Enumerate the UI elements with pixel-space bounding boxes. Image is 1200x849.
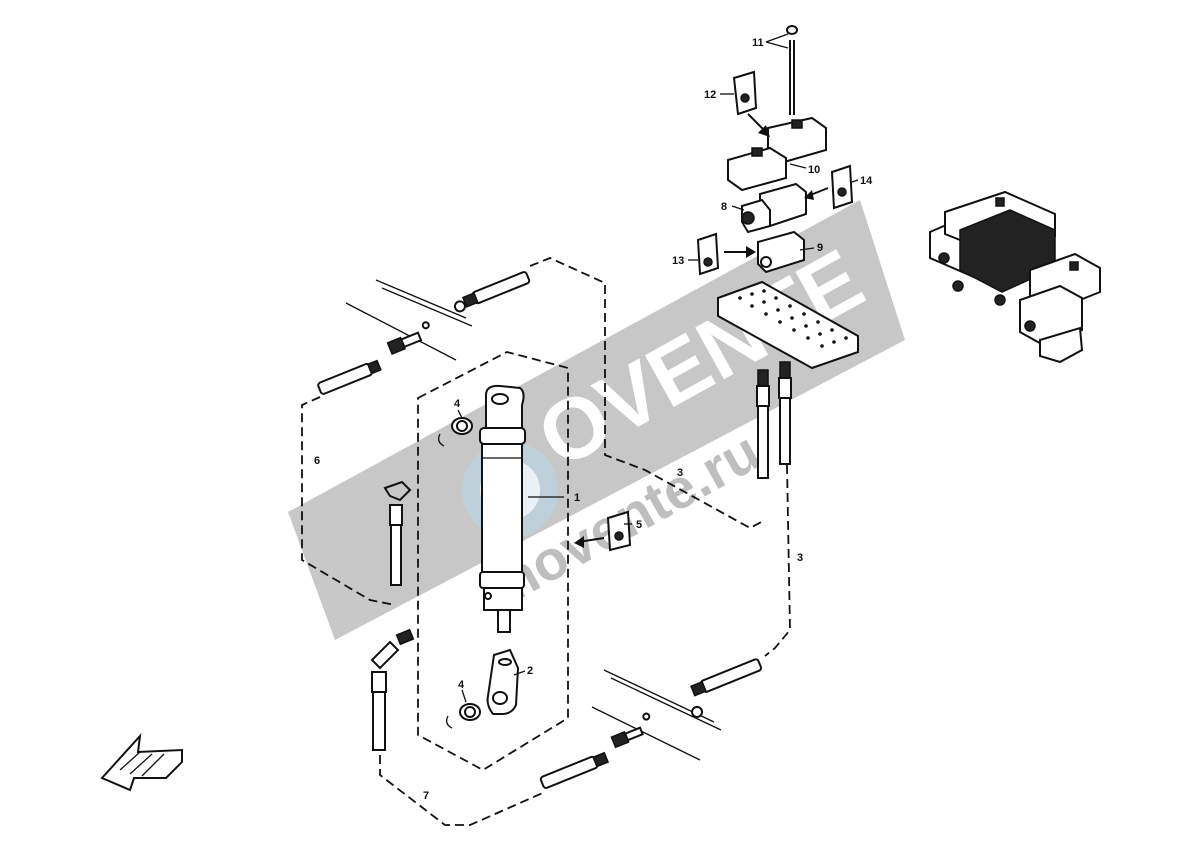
watermark: OVENTE movente.ru [288,200,905,640]
valve-stack [717,25,859,370]
hydraulic-cylinder [479,384,526,633]
bushing-top [438,417,473,447]
callout-9: 9 [817,242,823,254]
callout-11: 11 [752,37,764,49]
callout-8: 8 [721,201,727,213]
hose-3 [453,271,792,718]
callout-6: 6 [314,455,320,467]
callout-2: 2 [527,665,533,677]
callout-3-top: 3 [677,467,683,479]
callout-1: 1 [574,492,580,504]
label-tag-icon [606,510,632,552]
callout-14: 14 [860,175,873,187]
rod-end-eye [486,648,520,715]
section-lines [345,279,722,761]
callout-12: 12 [704,89,716,101]
hose-7 [370,628,651,789]
callout-10: 10 [808,164,820,176]
bushing-bottom [446,703,481,729]
callout-13: 13 [672,255,684,267]
label-tag-icon [696,232,720,276]
assembly-outlines [301,257,791,826]
label-tag-icon [830,164,854,210]
callout-7: 7 [423,790,429,802]
manifold-holes [738,289,848,348]
callout-4-bottom: 4 [458,679,465,691]
callout-3-right: 3 [797,552,803,564]
pointer-arrows [574,113,829,548]
callout-leaders [457,33,859,703]
callout-4-top: 4 [454,398,461,410]
hose-6 [317,321,430,586]
assembled-valve-view [929,190,1101,364]
hatched-front-arrow-icon [100,732,183,792]
callout-5: 5 [636,519,642,531]
label-tag-icon [732,70,758,116]
